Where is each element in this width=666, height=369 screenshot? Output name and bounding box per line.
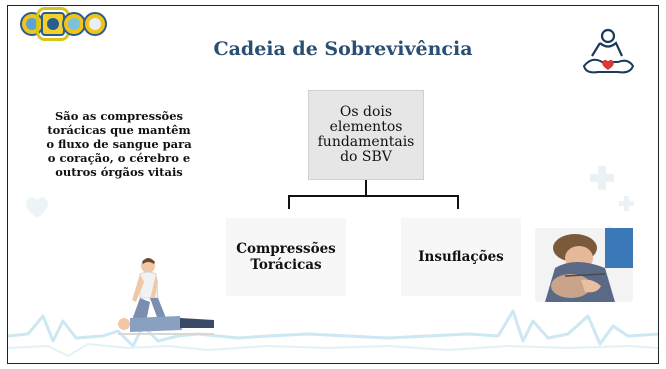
central-concept-box: Os dois elementos fundamentais do SBV — [308, 90, 424, 180]
logo-defibrillator-icon — [62, 12, 86, 36]
rescue-breathing-photo — [535, 228, 633, 302]
connector-vertical — [365, 180, 367, 196]
logo-hospital-icon — [83, 12, 107, 36]
heartbeat-wave — [8, 309, 658, 358]
card-insufflations: Insuflações — [401, 218, 521, 296]
chain-of-survival-logos — [20, 7, 107, 41]
connector-right-drop — [457, 195, 459, 209]
decorative-heart — [26, 197, 48, 218]
slide-title: Cadeia de Sobrevivência — [213, 38, 473, 60]
description-text: São as compressões torácicas que mantêm … — [46, 109, 192, 179]
chest-compression-illustration — [118, 258, 214, 335]
connector-left-drop — [288, 195, 290, 209]
slide: Cadeia de Sobrevivência São as compressõ… — [7, 5, 659, 364]
cpr-heart-icon — [582, 28, 635, 74]
card-compressions: Compressões Torácicas — [226, 218, 346, 296]
connector-horizontal — [288, 195, 459, 197]
